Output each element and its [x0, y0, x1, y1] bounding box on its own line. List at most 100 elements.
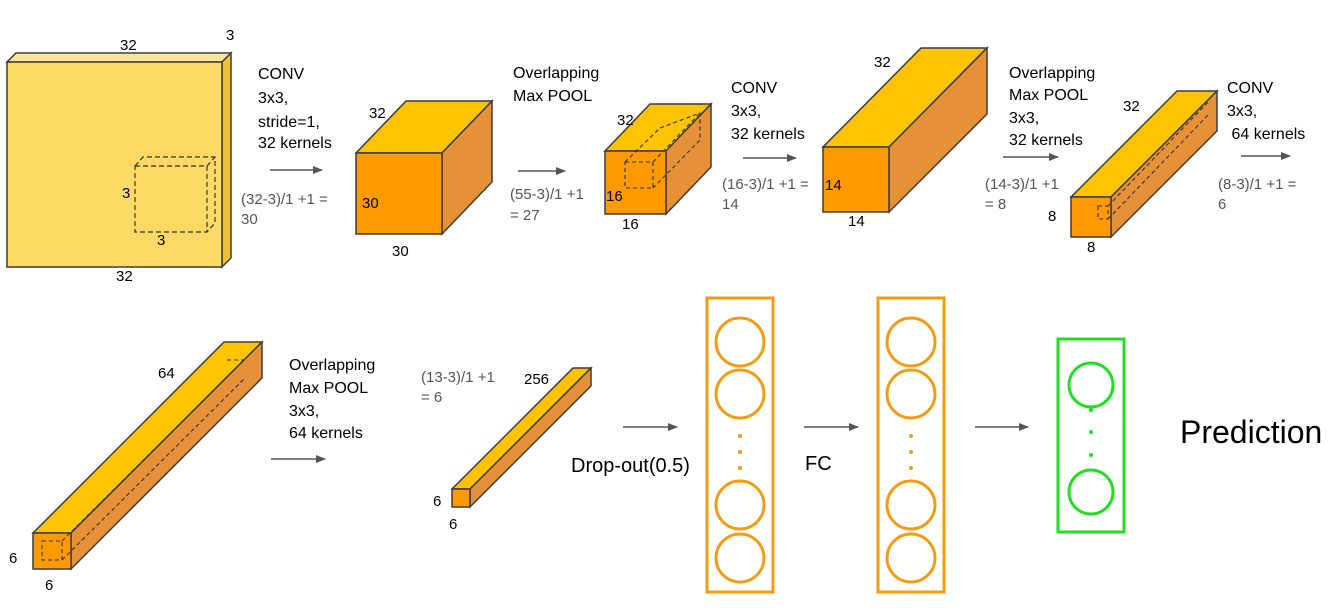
input-kernel-window [134, 156, 216, 233]
pool3-op-line-1: Overlapping [289, 357, 375, 374]
pool1-operation: Overlapping Max POOL (55-3)/1 +1 = 27 [510, 65, 599, 224]
output-neuron [1067, 361, 1115, 409]
fc-layer-2-ellipsis-dot [909, 434, 913, 438]
pool2-calc-line-2: = 8 [985, 196, 1006, 213]
pool1-output-width-label: 16 [622, 216, 639, 233]
fc-layer-1-ellipsis-dot [738, 466, 742, 470]
pool2-output-front [1070, 196, 1112, 238]
pool2-output-height-label: 8 [1048, 208, 1056, 225]
pool2-op-line-2: Max POOL [1009, 87, 1088, 104]
fc-layer-1-ellipsis-dot [738, 450, 742, 454]
conv3-op-line-3: 64 kernels [1227, 126, 1305, 143]
output-layer [1056, 337, 1126, 534]
conv3-op-line-2: 3x3, [1227, 103, 1257, 120]
pool3-op-line-2: Max POOL [289, 380, 368, 397]
conv1-output-depth-label: 32 [369, 105, 386, 122]
conv1-output-width-label: 30 [392, 243, 409, 260]
conv1-op-line-2: 3x3, [258, 90, 288, 107]
conv3-output-volume: 64 6 6 [9, 340, 264, 594]
fc-layer-1-neuron [714, 316, 766, 368]
pool3-calc-line-1: (13-3)/1 +1 [421, 369, 495, 386]
fc-layer-2 [876, 296, 946, 594]
pool1-calc-line-1: (55-3)/1 +1 [510, 186, 584, 203]
pool3-op-line-4: 64 kernels [289, 425, 363, 442]
conv1-op-line-3: stride=1, [258, 114, 320, 131]
input-volume: 32 3 3 3 32 [5, 27, 234, 285]
prediction-label: Prediction [1180, 414, 1322, 450]
conv3-calc-line-1: (8-3)/1 +1 = [1218, 176, 1297, 193]
fc-layer-2-neuron [885, 368, 937, 420]
fc-layer-2-neuron [885, 479, 937, 531]
input-depth-label: 3 [226, 27, 234, 44]
conv3-output-front [32, 532, 72, 570]
pool1-output-height-label: 16 [606, 188, 623, 205]
dropout-label: Drop-out(0.5) [571, 455, 690, 477]
conv2-op-line-1: CONV [731, 80, 778, 97]
conv1-op-line-1: CONV [258, 66, 305, 83]
output-neuron [1067, 468, 1115, 516]
conv1-calc-line-1: (32-3)/1 +1 = [241, 191, 328, 208]
pool3-op-line-3: 3x3, [289, 403, 319, 420]
input-width-top-label: 32 [120, 37, 137, 54]
pool1-calc-line-2: = 27 [510, 207, 540, 224]
pool2-kernel-window [1097, 99, 1211, 220]
pool2-op-line-3: 3x3, [1009, 110, 1039, 127]
conv2-output-width-label: 14 [848, 213, 865, 230]
conv2-output-front [822, 146, 890, 213]
output-layer-box [1056, 337, 1126, 534]
output-ellipsis-dot [1089, 408, 1093, 412]
fc-layer-2-ellipsis-dot [909, 466, 913, 470]
fc-layer-1-ellipsis-dot [738, 434, 742, 438]
pool3-output-side [469, 366, 592, 509]
pool2-output-volume: 32 8 8 [1048, 89, 1219, 256]
pool2-op-line-1: Overlapping [1009, 65, 1095, 82]
conv3-output-top [31, 341, 264, 534]
pool3-calc-line-2: = 6 [421, 389, 442, 406]
pool1-op-line-1: Overlapping [513, 65, 599, 82]
fc-layer-2-neuron [885, 316, 937, 368]
input-volume-front [6, 61, 223, 268]
input-width-bottom-label: 32 [116, 268, 133, 285]
conv2-calc-line-1: (16-3)/1 +1 = [722, 176, 809, 193]
conv2-operation: CONV 3x3, 32 kernels (16-3)/1 +1 = 14 [722, 80, 809, 213]
conv1-op-line-4: 32 kernels [258, 135, 332, 152]
pool3-output-depth-label: 256 [524, 371, 549, 388]
pool2-calc-line-1: (14-3)/1 +1 [985, 176, 1059, 193]
conv3-output-depth-label: 64 [158, 365, 175, 382]
conv2-output-depth-label: 32 [874, 54, 891, 71]
pool3-output-width-label: 6 [449, 516, 457, 533]
conv1-output-height-label: 30 [362, 195, 379, 212]
pool2-op-line-4: 32 kernels [1009, 132, 1083, 149]
output-ellipsis-dot [1089, 430, 1093, 434]
input-volume-top [5, 52, 233, 63]
conv3-op-line-1: CONV [1227, 80, 1274, 97]
conv2-output-height-label: 14 [825, 177, 842, 194]
conv1-operation: CONV 3x3, stride=1, 32 kernels (32-3)/1 … [241, 66, 332, 228]
pool3-output-volume: 256 6 6 [433, 366, 593, 533]
fc-layer-1 [705, 296, 775, 594]
conv3-calc-line-2: 6 [1218, 196, 1226, 213]
fc-layer-2-ellipsis-dot [909, 450, 913, 454]
fc-label: FC [805, 453, 832, 475]
conv1-output-volume: 32 30 30 [354, 99, 494, 260]
pool1-kernel-window [624, 112, 701, 189]
output-ellipsis-dot [1089, 453, 1093, 457]
conv1-output-front [355, 152, 443, 235]
pool1-output-volume: 32 16 16 [603, 102, 713, 233]
pool3-output-front [451, 488, 471, 508]
pool3-operation: Overlapping Max POOL 3x3, 64 kernels (13… [271, 357, 495, 463]
fc-layer-1-neuron [714, 479, 766, 531]
pool2-operation: Overlapping Max POOL 3x3, 32 kernels (14… [985, 65, 1095, 213]
fc-layer-2-neuron [885, 532, 937, 584]
pool2-output-depth-label: 32 [1123, 98, 1140, 115]
input-kernel-width-label: 3 [157, 232, 165, 249]
fc-layer-1-neuron [714, 368, 766, 420]
conv3-operation: CONV 3x3, 64 kernels (8-3)/1 +1 = 6 [1218, 80, 1305, 213]
conv3-output-height-label: 6 [9, 550, 17, 567]
fc-layer-2-box [876, 296, 946, 594]
pool3-output-height-label: 6 [433, 493, 441, 510]
conv2-op-line-2: 3x3, [731, 103, 761, 120]
conv3-output-width-label: 6 [45, 577, 53, 594]
conv2-op-line-3: 32 kernels [731, 126, 805, 143]
